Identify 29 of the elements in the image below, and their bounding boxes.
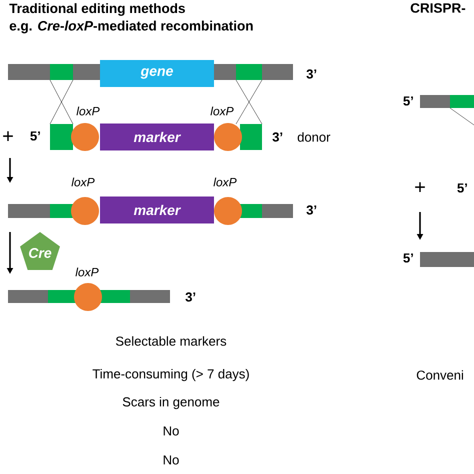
site-label: loxP	[76, 106, 100, 116]
feature-text: No	[164, 455, 179, 465]
strand-end-label: 5’	[403, 96, 413, 106]
site-label: loxP	[76, 268, 99, 276]
process-box: gene	[100, 60, 214, 87]
feature-text: Scars in genome	[122, 396, 220, 410]
enzyme-pentagon: Cre	[20, 232, 60, 270]
panel-title: CRISPR-	[410, 3, 466, 13]
site-label: loxP	[72, 178, 95, 186]
plus-sign: +	[415, 182, 425, 192]
feature-text: Time-consuming (> 7 days)	[92, 368, 249, 382]
strand-end-label: 3’	[306, 69, 316, 79]
strand-end-label: 3’	[186, 292, 196, 302]
strand-end-label: 3’	[306, 205, 316, 215]
feature-text: No	[164, 426, 179, 436]
donor-label: donor	[298, 132, 330, 142]
marker-box: marker	[100, 196, 214, 224]
feature-text: Conveni	[416, 370, 463, 380]
feature-text: Selectable markers	[116, 336, 226, 346]
site-label: loxP	[210, 106, 234, 116]
strand-end-label: 5’	[30, 131, 40, 141]
strand-end-label: 5’	[403, 253, 413, 263]
strand-end-label: 3’	[272, 132, 282, 142]
marker-box: marker	[100, 124, 214, 150]
subtitle: e.g. Cre-loxP-mediated recombination	[10, 20, 253, 34]
site-label: loxP	[214, 178, 237, 186]
title: Traditional editing methods	[9, 3, 185, 16]
strand-end-label: 5’	[457, 183, 467, 193]
plus-sign: +	[3, 131, 13, 142]
